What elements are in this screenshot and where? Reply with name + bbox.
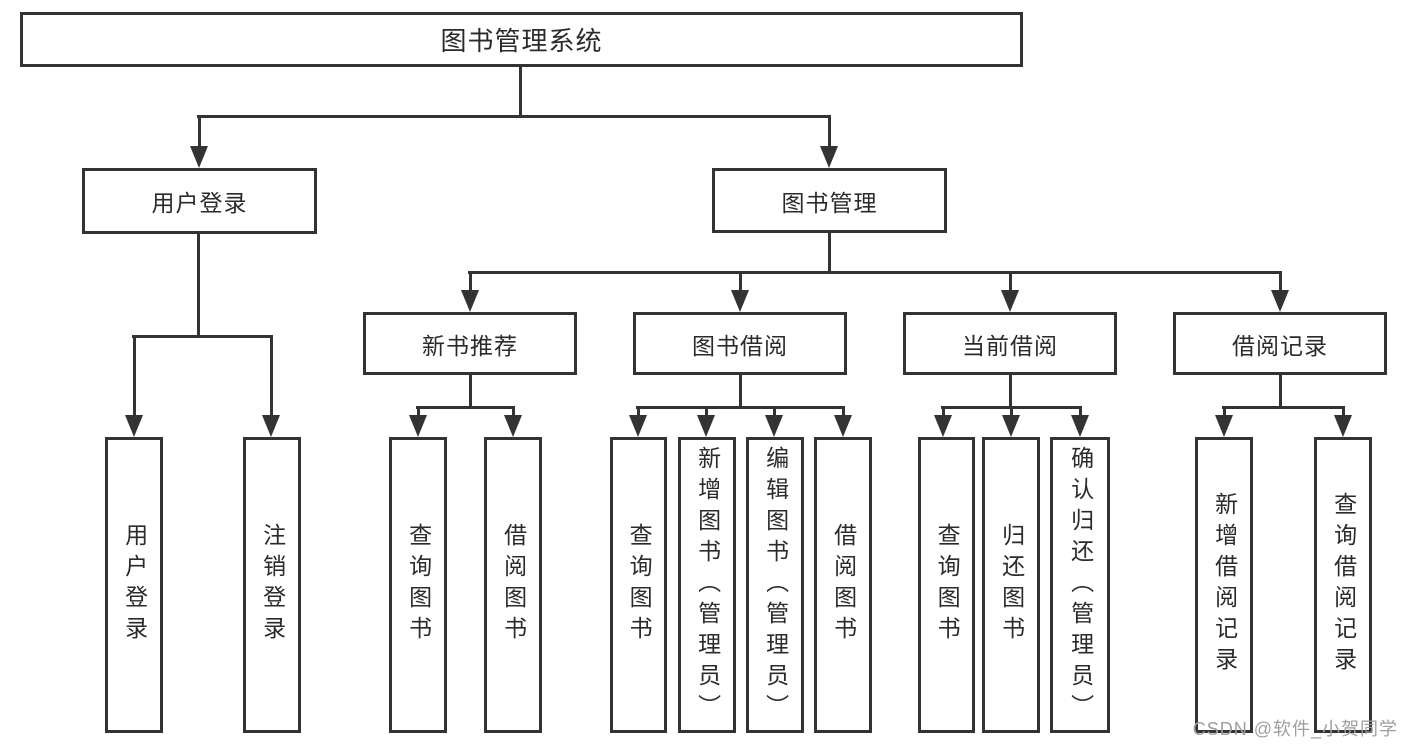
connector-arrow-line — [1222, 409, 1226, 415]
connector-stub — [1008, 375, 1012, 409]
arrow-down-icon — [629, 415, 647, 437]
connector-arrow-line — [197, 118, 201, 146]
arrow-down-icon — [697, 415, 715, 437]
leaf-query-current-book: 查询图书 — [918, 437, 975, 733]
connector-arrow-line — [511, 409, 515, 415]
arrow-down-icon — [1071, 415, 1089, 437]
arrow-down-icon — [765, 415, 783, 437]
connector-arrow-line — [941, 409, 945, 415]
connector-split — [1222, 406, 1345, 409]
arrow-down-icon — [504, 415, 522, 437]
node-book-borrow: 图书借阅 — [633, 312, 847, 375]
leaf-borrow-book: 借阅图书 — [814, 437, 872, 733]
connector-arrow-line — [636, 409, 640, 415]
arrow-down-icon — [934, 415, 952, 437]
connector-arrow-line — [132, 338, 136, 415]
connector-level3-split — [468, 271, 1282, 274]
leaf-query-borrow-record: 查询借阅记录 — [1314, 437, 1372, 733]
connector-stub — [468, 375, 472, 409]
node-user-login: 用户登录 — [82, 168, 317, 234]
leaf-add-book-admin: 新增图书（管理员） — [678, 437, 736, 733]
node-borrow-record: 借阅记录 — [1173, 312, 1387, 375]
arrow-down-icon — [731, 290, 749, 312]
leaf-user-login: 用户登录 — [105, 437, 163, 733]
connector-user-login-stub — [196, 234, 200, 338]
leaf-confirm-return-admin: 确认归还（管理员） — [1050, 437, 1110, 733]
connector-stub — [738, 375, 742, 409]
connector-arrow-line — [1009, 409, 1013, 415]
arrow-down-icon — [1271, 290, 1289, 312]
connector-arrow-line — [841, 409, 845, 415]
connector-arrow-line — [1008, 274, 1012, 290]
connector-user-login-split — [132, 335, 273, 338]
arrow-down-icon — [820, 146, 838, 168]
connector-arrow-line — [772, 409, 776, 415]
leaf-return-book: 归还图书 — [982, 437, 1040, 733]
arrow-down-icon — [262, 415, 280, 437]
leaf-borrow-book-recommend: 借阅图书 — [484, 437, 542, 733]
node-library-management-system: 图书管理系统 — [20, 12, 1023, 67]
connector-arrow-line — [827, 118, 831, 146]
leaf-add-borrow-record: 新增借阅记录 — [1195, 437, 1253, 733]
connector-arrow-line — [468, 274, 472, 290]
watermark: CSDN @软件_小贺同学 — [1192, 719, 1398, 739]
arrow-down-icon — [834, 415, 852, 437]
arrow-down-icon — [1002, 415, 1020, 437]
connector-arrow-line — [704, 409, 708, 415]
leaf-query-book: 查询图书 — [610, 437, 667, 733]
connector-split — [941, 406, 1082, 409]
node-book-management: 图书管理 — [712, 168, 947, 233]
connector-split — [416, 406, 515, 409]
arrow-down-icon — [1215, 415, 1233, 437]
connector-split — [636, 406, 845, 409]
connector-arrow-line — [269, 338, 273, 415]
arrow-down-icon — [1001, 290, 1019, 312]
arrow-down-icon — [1334, 415, 1352, 437]
connector-stub — [1278, 375, 1282, 409]
node-new-book-recommend: 新书推荐 — [363, 312, 577, 375]
connector-arrow-line — [416, 409, 420, 415]
arrow-down-icon — [409, 415, 427, 437]
leaf-edit-book-admin: 编辑图书（管理员） — [746, 437, 804, 733]
node-current-borrow: 当前借阅 — [903, 312, 1117, 375]
arrow-down-icon — [461, 290, 479, 312]
connector-arrow-line — [1078, 409, 1082, 415]
leaf-query-book-recommend: 查询图书 — [389, 437, 447, 733]
connector-book-management-stub — [827, 233, 831, 274]
leaf-logout: 注销登录 — [243, 437, 301, 733]
connector-arrow-line — [1278, 274, 1282, 290]
connector-level1-split — [197, 115, 831, 118]
connector-arrow-line — [738, 274, 742, 290]
connector-arrow-line — [1341, 409, 1345, 415]
connector-root-stub — [519, 67, 522, 117]
arrow-down-icon — [190, 146, 208, 168]
arrow-down-icon — [125, 415, 143, 437]
